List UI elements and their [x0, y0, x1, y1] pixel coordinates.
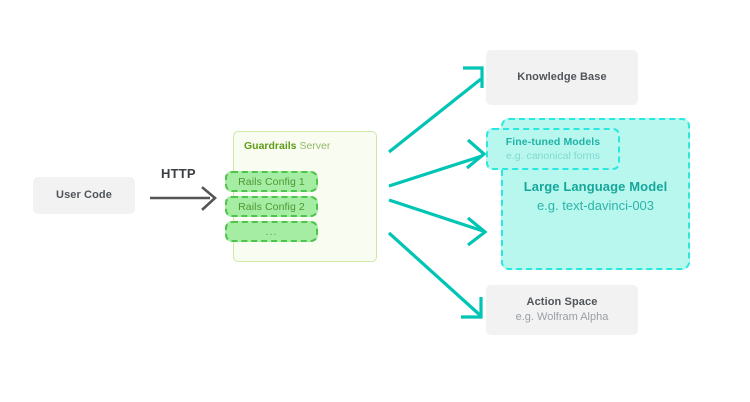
rails-config-more[interactable]: ...	[225, 221, 318, 242]
guardrails-title-strong: Guardrails	[244, 140, 297, 152]
http-label: HTTP	[161, 166, 196, 181]
rails-config-2-label: Rails Config 2	[238, 200, 305, 213]
action-space-box: Action Space e.g. Wolfram Alpha	[486, 285, 638, 335]
action-space-subtitle: e.g. Wolfram Alpha	[515, 311, 609, 323]
guardrails-server-title: Guardrails Server	[244, 139, 330, 153]
action-space-title: Action Space	[526, 296, 598, 308]
user-code-box: User Code	[33, 177, 135, 214]
rails-config-1[interactable]: Rails Config 1	[225, 171, 318, 192]
guardrails-server-box: Guardrails Server Rails Config 1 Rails C…	[225, 131, 377, 262]
arrow-to-knowledge-base	[388, 66, 484, 154]
http-connector: HTTP	[148, 166, 228, 212]
large-language-model-text: Large Language Model e.g. text-davinci-0…	[503, 177, 688, 215]
user-code-label: User Code	[56, 189, 112, 201]
knowledge-base-box: Knowledge Base	[486, 50, 638, 105]
arrow-to-large-language-model	[388, 198, 488, 247]
rails-config-1-label: Rails Config 1	[238, 175, 305, 188]
fine-tuned-models-title: Fine-tuned Models	[505, 136, 601, 148]
guardrails-title-light: Server	[296, 140, 331, 152]
rails-config-more-label: ...	[265, 225, 278, 238]
fine-tuned-models-box: Fine-tuned Models e.g. canonical forms	[486, 128, 620, 170]
arrow-to-fine-tuned-models	[388, 138, 487, 188]
large-language-model-title: Large Language Model	[523, 179, 668, 194]
large-language-model-subtitle: e.g. text-davinci-003	[536, 198, 655, 213]
arrow-to-action-space	[387, 231, 483, 319]
rails-config-2[interactable]: Rails Config 2	[225, 196, 318, 217]
fine-tuned-models-subtitle: e.g. canonical forms	[506, 150, 600, 162]
http-arrow-icon	[150, 186, 217, 211]
knowledge-base-title: Knowledge Base	[517, 71, 607, 83]
